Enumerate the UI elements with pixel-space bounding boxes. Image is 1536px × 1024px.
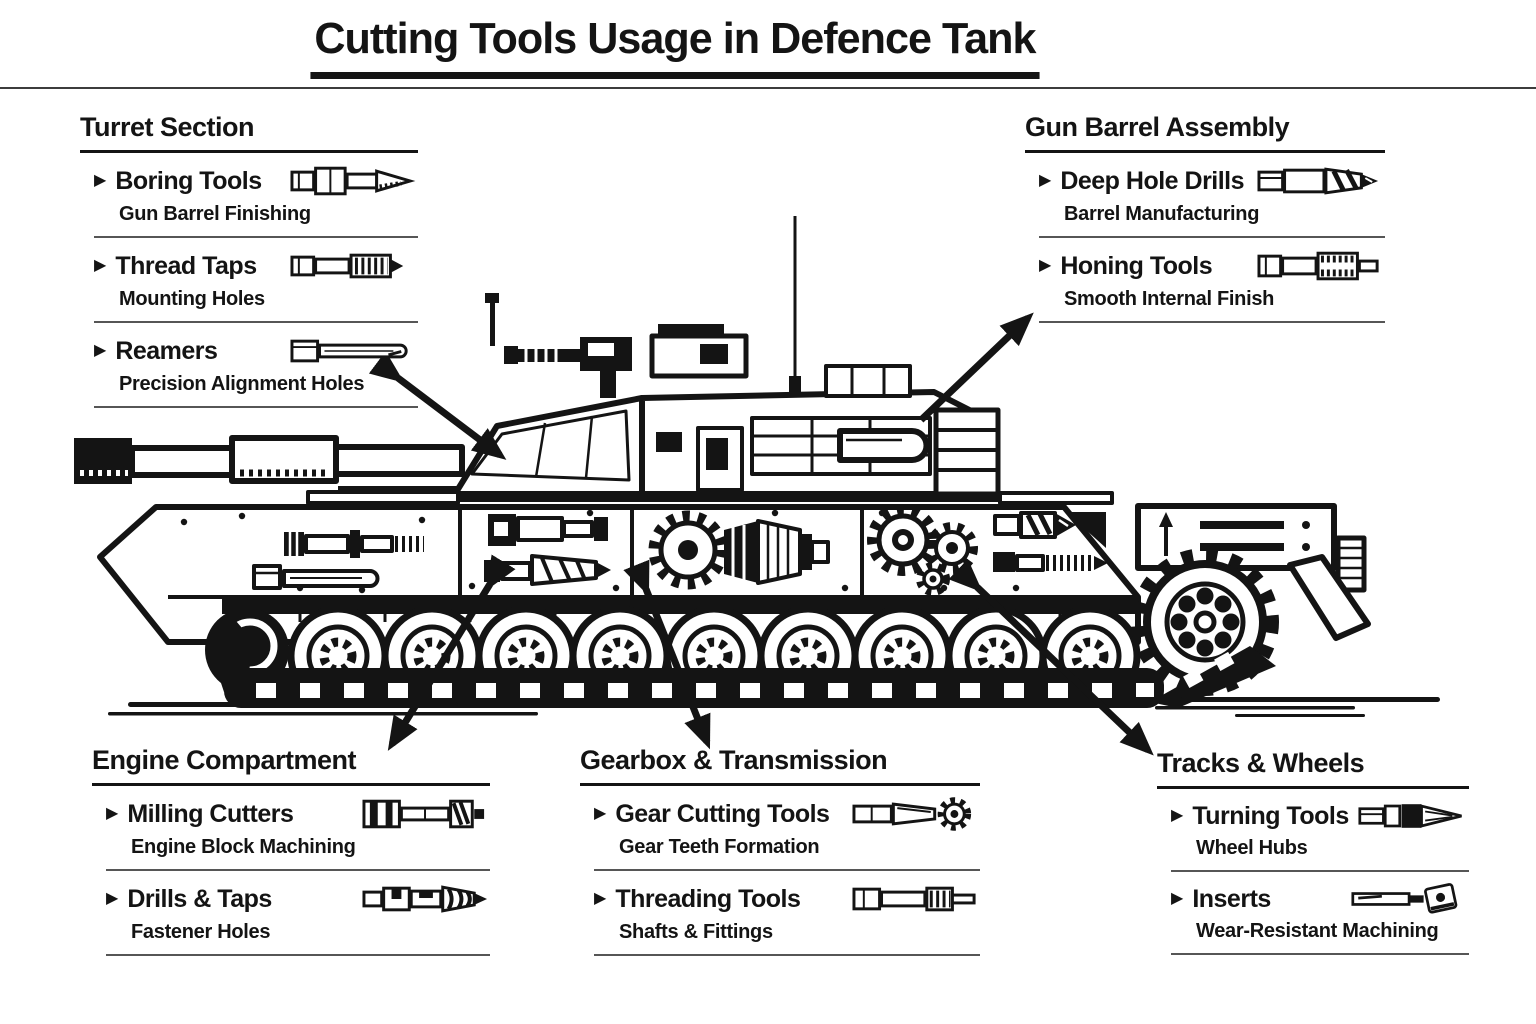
insert-icon <box>1351 883 1458 914</box>
hull-tool-reamer <box>252 564 380 590</box>
tool-label: Inserts <box>1192 884 1271 913</box>
tool-usage: Shafts & Fittings <box>619 921 773 943</box>
triangle-bullet-icon: ▶ <box>106 890 119 907</box>
panel-turret-section: Turret Section ▶ Boring Tools Gun Barrel… <box>80 112 418 408</box>
page-title: Cutting Tools Usage in Defence Tank <box>310 14 1040 79</box>
reamer-icon <box>290 339 408 363</box>
list-item: ▶ Inserts Wear-Resistant Machining <box>1171 872 1469 955</box>
list-item: ▶ Reamers Precision Alignment Holes <box>94 323 418 408</box>
tool-label: Boring Tools <box>115 166 262 195</box>
panel-engine-compartment: Engine Compartment ▶ Milling Cutters Eng… <box>92 745 490 956</box>
triangle-bullet-icon: ▶ <box>94 172 107 189</box>
triangle-bullet-icon: ▶ <box>94 257 107 274</box>
hull-gear-cluster <box>867 504 978 596</box>
tank-machine-gun <box>485 293 632 398</box>
header: Cutting Tools Usage in Defence Tank <box>170 14 1180 79</box>
tool-usage: Engine Block Machining <box>131 836 356 858</box>
panel-gun-barrel-assembly: Gun Barrel Assembly ▶ Deep Hole Drills B… <box>1025 112 1385 323</box>
list-item: ▶ Threading Tools Shafts & Fittings <box>594 871 980 956</box>
tool-label: Milling Cutters <box>127 799 294 828</box>
tool-label: Threading Tools <box>615 884 801 913</box>
turning-tool-icon <box>1358 804 1462 828</box>
triangle-bullet-icon: ▶ <box>1171 807 1184 824</box>
arrow-gearbox-transmission <box>623 559 711 750</box>
thread-tap-icon <box>290 253 404 279</box>
tool-label: Reamers <box>115 336 218 365</box>
tool-usage: Wheel Hubs <box>1196 837 1308 859</box>
list-item: ▶ Milling Cutters Engine Block Machining <box>106 786 490 871</box>
honing-tool-icon <box>1257 251 1379 281</box>
tool-usage: Precision Alignment Holes <box>119 373 365 395</box>
tool-usage: Barrel Manufacturing <box>1064 203 1260 225</box>
triangle-bullet-icon: ▶ <box>106 805 119 822</box>
triangle-bullet-icon: ▶ <box>94 342 107 359</box>
tank-cupola <box>649 324 749 379</box>
hull-tool-socket <box>488 514 608 546</box>
section-title: Tracks & Wheels <box>1157 748 1469 789</box>
tool-usage: Gun Barrel Finishing <box>119 203 311 225</box>
triangle-bullet-icon: ▶ <box>1039 172 1052 189</box>
list-item: ▶ Thread Taps Mounting Holes <box>94 238 418 323</box>
ground-lines <box>108 697 1440 717</box>
leader-arrows <box>368 312 1154 756</box>
arrow-tracks-wheels <box>948 558 1154 756</box>
arrow-engine-compartment <box>387 554 516 751</box>
tool-label: Thread Taps <box>115 251 257 280</box>
deep-hole-drill-icon <box>1257 167 1379 195</box>
list-item: ▶ Gear Cutting Tools Gear Teeth Formatio… <box>594 786 980 871</box>
arrow-gun-barrel-assembly <box>918 312 1034 423</box>
tool-label: Drills & Taps <box>127 884 272 913</box>
tank-mud-flap <box>1287 554 1371 641</box>
hull-tool-bolt <box>284 530 424 558</box>
hull-splined-shaft <box>724 519 830 585</box>
triangle-bullet-icon: ▶ <box>594 890 607 907</box>
boring-tool-icon <box>290 166 416 196</box>
tank-drawing <box>74 216 1440 756</box>
panel-gearbox-transmission: Gearbox & Transmission ▶ Gear Cutting To… <box>580 745 980 956</box>
triangle-bullet-icon: ▶ <box>594 805 607 822</box>
tool-usage: Wear-Resistant Machining <box>1196 920 1439 942</box>
header-rule <box>0 87 1536 89</box>
arrow-turret-section <box>368 351 507 460</box>
section-title: Engine Compartment <box>92 745 490 786</box>
triangle-bullet-icon: ▶ <box>1039 257 1052 274</box>
tool-label: Turning Tools <box>1192 801 1349 830</box>
milling-cutter-icon <box>362 799 485 829</box>
tool-usage: Gear Teeth Formation <box>619 836 820 858</box>
tool-usage: Fastener Holes <box>131 921 271 943</box>
list-item: ▶ Honing Tools Smooth Internal Finish <box>1039 238 1385 323</box>
tank-stowage-box <box>824 364 912 398</box>
tool-usage: Smooth Internal Finish <box>1064 288 1275 310</box>
tool-label: Deep Hole Drills <box>1060 166 1245 195</box>
list-item: ▶ Boring Tools Gun Barrel Finishing <box>94 153 418 238</box>
section-title: Gearbox & Transmission <box>580 745 980 786</box>
list-item: ▶ Drills & Taps Fastener Holes <box>106 871 490 956</box>
tool-usage: Mounting Holes <box>119 288 265 310</box>
triangle-bullet-icon: ▶ <box>1171 890 1184 907</box>
tool-label: Gear Cutting Tools <box>615 799 830 828</box>
list-item: ▶ Turning Tools Wheel Hubs <box>1171 789 1469 872</box>
list-item: ▶ Deep Hole Drills Barrel Manufacturing <box>1039 153 1385 238</box>
threading-tool-icon <box>852 886 976 912</box>
section-title: Gun Barrel Assembly <box>1025 112 1385 153</box>
tank-gun-barrel <box>74 435 465 484</box>
hull-rear-wedge <box>1066 512 1106 548</box>
tank-antenna <box>789 216 801 394</box>
drill-tap-icon <box>362 885 488 913</box>
panel-tracks-wheels: Tracks & Wheels ▶ Turning Tools Wheel Hu… <box>1157 748 1469 955</box>
tool-label: Honing Tools <box>1060 251 1213 280</box>
hull-tool-fluted-drill <box>993 511 1076 539</box>
section-title: Turret Section <box>80 112 418 153</box>
gear-cutting-tool-icon <box>852 797 972 831</box>
tank-turret <box>338 216 1001 502</box>
